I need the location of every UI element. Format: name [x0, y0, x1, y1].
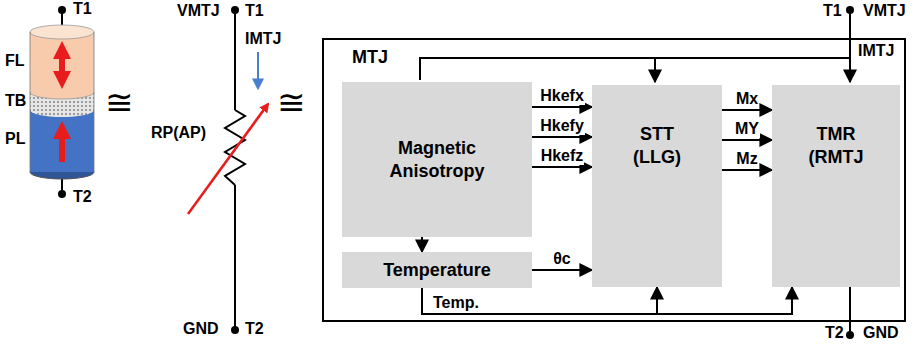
connector-arrow [722, 169, 772, 171]
process-box: TMR (RMTJ [772, 85, 900, 287]
process-box: Magnetic Anisotropy [342, 82, 532, 237]
connector-arrow [422, 287, 657, 314]
terminal-name: T1 [244, 2, 265, 20]
resistance-label: RP(AP) [150, 124, 207, 142]
signal-label: MY [734, 120, 760, 138]
terminal-name: T1 [72, 0, 93, 18]
signal-label: Hkefy [539, 117, 585, 135]
connector-arrow [722, 139, 772, 141]
connector-arrow [422, 287, 792, 314]
signal-label: Hkefx [539, 87, 585, 105]
signal-name: VMTJ [176, 2, 221, 20]
layer-name: TB [4, 92, 27, 110]
connector-arrow [532, 166, 592, 168]
layer-name: FL [4, 52, 26, 70]
connector-arrow [532, 269, 592, 271]
mtj-cylinder [30, 6, 94, 198]
box-text: Magnetic Anisotropy [372, 137, 502, 182]
layer-name: PL [4, 130, 26, 148]
box-text: Temperature [383, 259, 491, 282]
connector-arrow [421, 237, 423, 252]
signal-name: IMTJ [244, 30, 282, 48]
terminal-name: T2 [72, 188, 93, 206]
equivalence-sign: ≅ [104, 84, 135, 121]
signal-name: VMTJ [862, 2, 907, 20]
signal-name: IMTJ [857, 42, 895, 60]
connector-arrow [722, 109, 772, 111]
model-frame: MTJ Magnetic AnisotropyTemperature STT (LL… [322, 38, 906, 322]
terminal-name: GND [862, 324, 900, 342]
signal-label: Mz [735, 150, 758, 168]
connector-arrow [532, 136, 592, 138]
frame-title: MTJ [352, 46, 388, 69]
terminal-name: T1 [822, 2, 843, 20]
terminal-name: GND [182, 320, 220, 338]
process-box: STT (LLG) [592, 85, 722, 287]
terminal-name: T2 [824, 324, 845, 342]
box-text: TMR (RMTJ [800, 123, 872, 168]
resistor-symbol [188, 6, 268, 334]
signal-label: Hkefz [540, 147, 585, 165]
signal-label: Temp. [432, 294, 480, 312]
signal-label: θc [552, 250, 572, 268]
equivalence-sign: ≅ [276, 84, 307, 121]
process-box: Temperature [342, 252, 532, 288]
signal-label: Mx [735, 90, 759, 108]
terminal-name: T2 [244, 320, 265, 338]
connector-arrow [532, 106, 592, 108]
box-text: STT (LLG) [625, 123, 689, 168]
